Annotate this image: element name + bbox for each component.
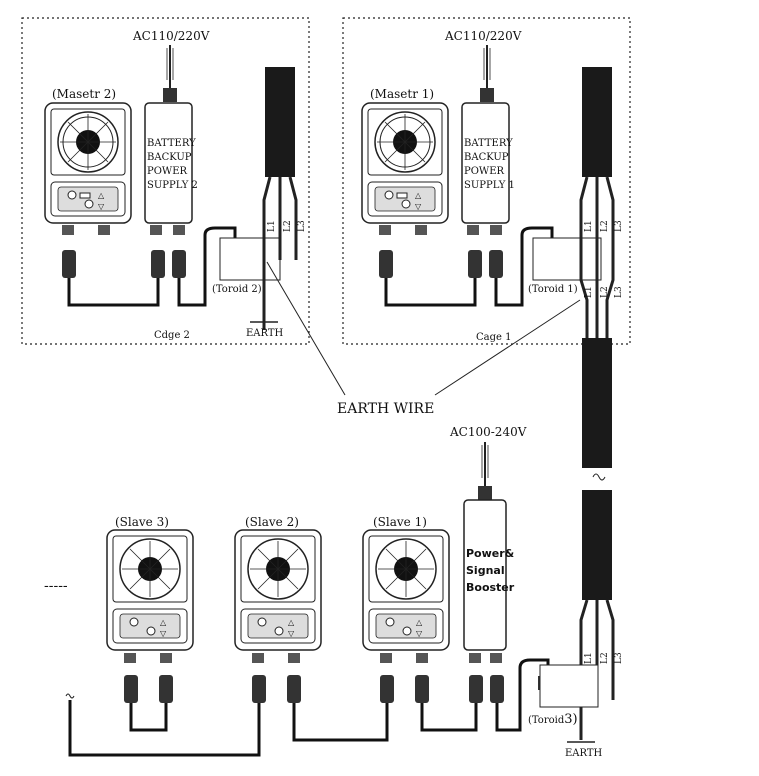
svg-text:Signal: Signal — [466, 564, 505, 577]
svg-text:△: △ — [98, 191, 105, 200]
svg-text:L2: L2 — [283, 220, 293, 232]
toroid-1 — [532, 237, 602, 281]
svg-text:L1: L1 — [267, 220, 277, 232]
svg-text:▽: ▽ — [288, 629, 295, 638]
svg-text:△: △ — [160, 618, 167, 627]
svg-text:▽: ▽ — [415, 202, 422, 211]
svg-text:△: △ — [415, 191, 422, 200]
svg-text:L2: L2 — [600, 220, 610, 232]
svg-text:L3: L3 — [614, 220, 624, 232]
svg-text:▽: ▽ — [416, 629, 423, 638]
cage-1-label: Cage 1 — [476, 332, 511, 343]
earth-wire-label: EARTH WIRE — [337, 401, 434, 417]
master1-unit: △ ▽ — [361, 102, 449, 235]
svg-text:▽: ▽ — [98, 202, 105, 211]
battery-backup-1: BATTERY BACKUP POWER SUPPLY 1 — [461, 102, 515, 235]
svg-text:△: △ — [288, 618, 295, 627]
svg-text:△: △ — [416, 618, 423, 627]
svg-text:L2: L2 — [600, 652, 610, 664]
power-signal-booster: Power& Signal Booster — [463, 499, 515, 663]
toroid-1-label: (Toroid 1) — [528, 284, 578, 295]
svg-text:L1: L1 — [584, 286, 594, 298]
slave3-unit: △ ▽ — [106, 529, 194, 663]
svg-text:POWER: POWER — [464, 166, 505, 177]
toroid-3-label: (Toroid3) — [528, 712, 578, 727]
svg-text:L2: L2 — [600, 286, 610, 298]
cage-2-boundary — [21, 17, 310, 345]
slave2-label: (Slave 2) — [245, 515, 299, 529]
cable-cage2: L1 L2 L3 — [262, 67, 307, 330]
toroid-3 — [539, 664, 599, 708]
continuation-dashes: ----- — [44, 578, 68, 594]
svg-text:SUPPLY 1: SUPPLY 1 — [464, 180, 515, 191]
svg-text:▽: ▽ — [160, 629, 167, 638]
svg-text:Power&: Power& — [466, 547, 515, 560]
master1-power-label: AC110/220V — [444, 29, 522, 43]
svg-text:L3: L3 — [614, 652, 624, 664]
svg-text:L1: L1 — [584, 220, 594, 232]
battery-backup-2: BATTERY BACKUP POWER SUPPLY 2 — [144, 102, 198, 235]
svg-text:L1: L1 — [584, 652, 594, 664]
master2-label: (Masetr 2) — [52, 87, 116, 101]
bottom-wiring — [65, 658, 556, 757]
connectors-bottom — [124, 675, 504, 703]
cage-2-label: Cdge 2 — [154, 330, 190, 341]
earth-label-bottom: EARTH — [565, 748, 603, 759]
booster-power-label: AC100-240V — [449, 425, 527, 439]
master2-power-label: AC110/220V — [132, 29, 210, 43]
svg-text:SUPPLY 2: SUPPLY 2 — [147, 180, 198, 191]
svg-text:BATTERY: BATTERY — [464, 138, 513, 149]
toroid-2-label: (Toroid 2) — [212, 284, 262, 295]
svg-text:BACKUP: BACKUP — [464, 152, 509, 163]
master1-label: (Masetr 1) — [370, 87, 434, 101]
svg-text:Booster: Booster — [466, 581, 515, 594]
slave2-unit: △ ▽ — [234, 529, 322, 663]
slave1-label: (Slave 1) — [373, 515, 427, 529]
svg-text:L3: L3 — [297, 220, 307, 232]
slave3-label: (Slave 3) — [115, 515, 169, 529]
slave1-unit: △ ▽ — [362, 529, 450, 663]
svg-text:BACKUP: BACKUP — [147, 152, 192, 163]
earth-label-cage2: EARTH — [246, 328, 284, 339]
master2-unit: △ ▽ — [44, 102, 132, 235]
cage-1-boundary — [342, 17, 631, 345]
svg-text:POWER: POWER — [147, 166, 188, 177]
toroid-2 — [219, 237, 281, 281]
svg-text:L3: L3 — [614, 286, 624, 298]
main-cable: L1 L2 L3 L1 L2 L3 L1 L2 L3 — [579, 67, 624, 740]
svg-text:BATTERY: BATTERY — [147, 138, 196, 149]
